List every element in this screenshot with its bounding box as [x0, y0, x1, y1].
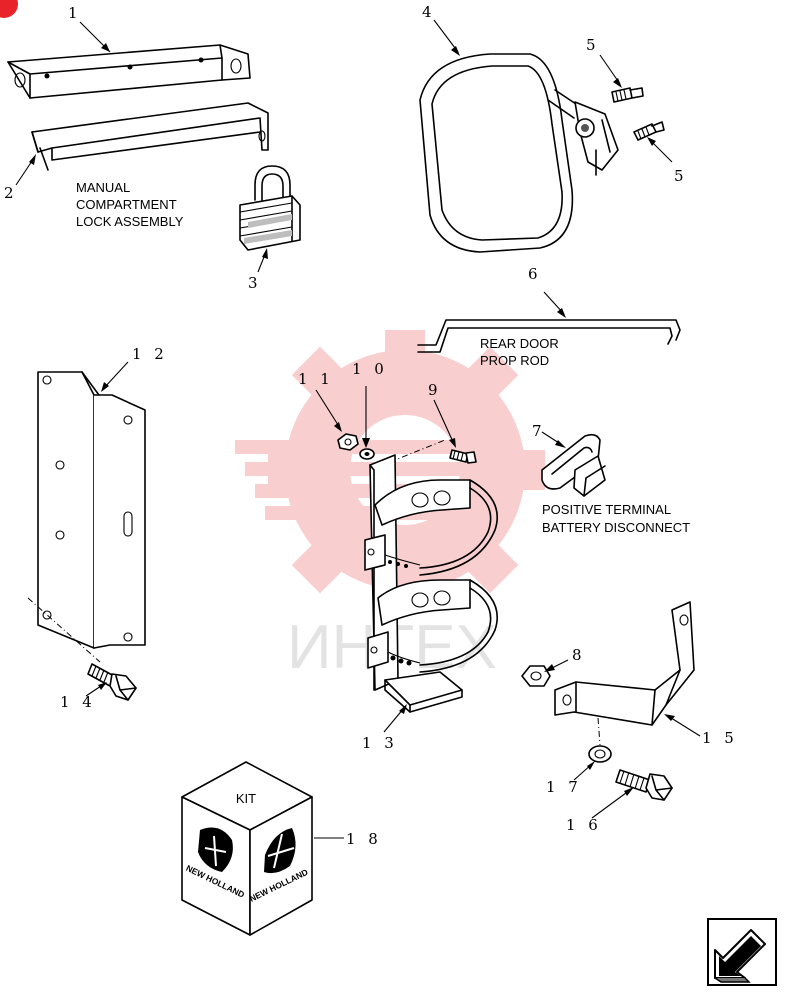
- arrow-next-icon: [714, 929, 766, 983]
- part-18-kit-box: [181, 761, 313, 936]
- part-5-screw-lower: [633, 121, 665, 141]
- part-2-lock-bar: [31, 102, 269, 171]
- note-battery-line2: BATTERY DISCONNECT: [542, 520, 690, 535]
- new-holland-leaf-icon-left: [198, 827, 233, 872]
- callout-15: 1 5: [702, 729, 738, 747]
- part-9-screw: [449, 449, 477, 464]
- part-14-bolt: [87, 663, 137, 701]
- part-15-z-bracket: [554, 601, 695, 726]
- callout-18: 1 8: [346, 830, 382, 848]
- callout-3: 3: [248, 274, 262, 292]
- part-6-prop-rod: [417, 319, 681, 353]
- note-prop-line1: REAR DOOR: [480, 336, 559, 351]
- callout-5-lower: 5: [674, 167, 688, 185]
- part-17-washer: [588, 745, 612, 763]
- part-16-bolt: [615, 769, 673, 801]
- part-5-screw-upper: [611, 87, 644, 103]
- callout-13: 1 3: [362, 734, 398, 752]
- next-page-button[interactable]: [707, 918, 777, 986]
- callout-16: 1 6: [566, 816, 602, 834]
- callout-4: 4: [422, 3, 436, 21]
- note-prop-line2: PROP ROD: [480, 353, 549, 368]
- part-11-nut: [337, 433, 359, 451]
- new-holland-leaf-icon-right: [264, 828, 296, 874]
- callout-2: 2: [4, 184, 18, 202]
- callout-8: 8: [572, 646, 586, 664]
- callout-5-upper: 5: [586, 36, 600, 54]
- note-lock-line2: COMPARTMENT: [76, 197, 177, 212]
- part-7-battery-disconnect: [541, 433, 606, 497]
- callout-1: 1: [68, 4, 82, 22]
- corner-marker: [0, 0, 18, 18]
- kit-label: KIT: [236, 791, 256, 806]
- part-13-extinguisher-bracket: [364, 439, 499, 713]
- part-10-washer: [359, 448, 375, 460]
- note-lock-line1: MANUAL: [76, 180, 130, 195]
- callout-7: 7: [532, 422, 546, 440]
- callout-12: 1 2: [132, 345, 168, 363]
- callout-9: 9: [428, 381, 442, 399]
- callout-17: 1 7: [546, 778, 582, 796]
- part-3-padlock: [239, 165, 301, 251]
- callout-6: 6: [528, 265, 542, 283]
- note-lock-line3: LOCK ASSEMBLY: [76, 214, 184, 229]
- note-battery-line1: POSITIVE TERMINAL: [542, 502, 671, 517]
- part-4-mirror: [419, 53, 619, 253]
- part-1-bracket: [7, 44, 251, 99]
- part-8-nut: [521, 665, 551, 687]
- callout-10: 1 0: [352, 360, 388, 378]
- part-12-angle-plate: [37, 371, 146, 649]
- callout-11: 1 1: [298, 370, 334, 388]
- callout-14: 1 4: [60, 693, 96, 711]
